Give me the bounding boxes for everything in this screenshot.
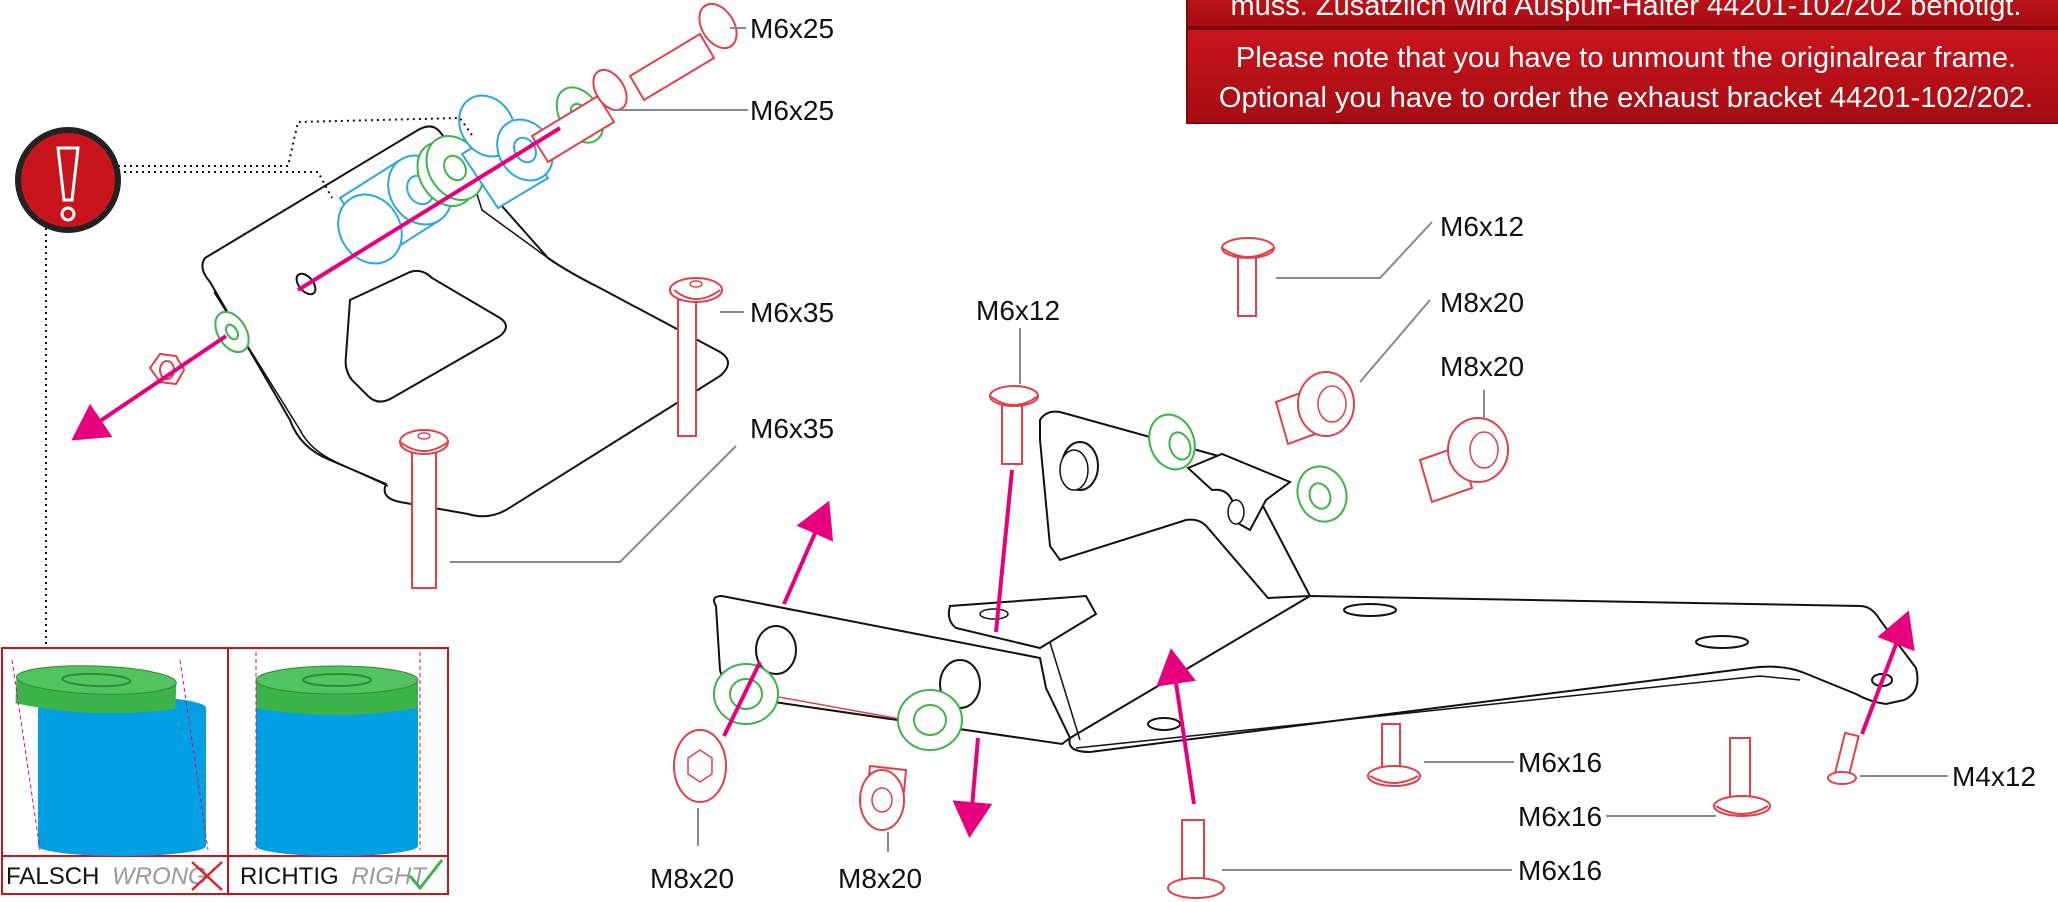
label-b-m6x12-center: M6x12 bbox=[976, 295, 1060, 326]
right-label-en: RIGHT bbox=[351, 863, 428, 890]
washer-b-upper bbox=[1148, 413, 1196, 471]
bolt-m6x25-top bbox=[628, 2, 738, 102]
label-b-m6x16-b: M6x16 bbox=[1518, 801, 1602, 832]
bracket-a-cutout bbox=[344, 269, 507, 403]
label-b-m6x12-right: M6x12 bbox=[1440, 211, 1524, 242]
label-m6x25-second: M6x25 bbox=[750, 95, 834, 126]
bolt-b-m6x16-b bbox=[1713, 737, 1771, 817]
bolt-b-m8x20-bottom-center bbox=[859, 764, 908, 831]
banner-english-line-1: Please note that you have to unmount the… bbox=[1235, 42, 2017, 74]
washer-left bbox=[214, 310, 250, 354]
bolt-b-m6x16-a bbox=[1367, 723, 1421, 787]
bracket-b-arm bbox=[1068, 594, 1919, 754]
label-b-m8x20-upper: M8x20 bbox=[1440, 287, 1524, 318]
label-m6x35-lower: M6x35 bbox=[750, 413, 834, 444]
bolt-m6x25-second bbox=[530, 68, 628, 164]
right-example bbox=[255, 652, 421, 856]
bolt-b-m6x16-c bbox=[1167, 819, 1225, 899]
label-b-m8x20-bottom-center: M8x20 bbox=[838, 863, 922, 894]
label-m6x25-top: M6x25 bbox=[750, 13, 834, 44]
washer-orientation-box: FALSCH WRONG RICHTIG RIGHT bbox=[1, 647, 449, 895]
bracket-a-assembly: M6x25 M6x25 M6x35 M6x35 bbox=[71, 2, 834, 589]
bolt-b-m8x20-bottom-left bbox=[673, 729, 727, 803]
bracket-b-assembly: M6x12 M8x20 M8x20 M6x12 M8x20 M8x20 M6x1… bbox=[650, 211, 2036, 899]
label-b-m8x20-bottom-left: M8x20 bbox=[650, 863, 734, 894]
warning-icon bbox=[15, 127, 121, 233]
check-icon bbox=[408, 859, 444, 891]
banner-german: muss. Zusätzlich wird Auspuff-Halter 442… bbox=[1186, 0, 2058, 28]
washer-b-right bbox=[1296, 465, 1348, 523]
banner-german-text: muss. Zusätzlich wird Auspuff-Halter 442… bbox=[1230, 0, 2022, 22]
label-b-m6x16-a: M6x16 bbox=[1518, 747, 1602, 778]
bolt-b-m6x12-right bbox=[1221, 237, 1275, 317]
bolt-b-m8x20-upper bbox=[1274, 371, 1355, 446]
banner-english-line-2: Optional you have to order the exhaust b… bbox=[1218, 82, 2034, 114]
bolt-b-m6x12-center bbox=[989, 385, 1039, 465]
cross-icon bbox=[191, 861, 223, 891]
bolt-m6x35-lower bbox=[399, 429, 449, 589]
washer-b-center bbox=[897, 689, 963, 751]
bolt-b-m8x20-middle bbox=[1418, 417, 1509, 504]
bracket-b-upright bbox=[1039, 410, 1312, 600]
label-b-m6x16-c: M6x16 bbox=[1518, 855, 1602, 886]
wrong-label-en: WRONG bbox=[112, 863, 207, 890]
wrong-example bbox=[11, 659, 209, 856]
wrong-label-de: FALSCH bbox=[6, 863, 99, 890]
bracket-b-bridge bbox=[947, 594, 1098, 650]
label-b-m8x20-middle: M8x20 bbox=[1440, 351, 1524, 382]
right-label-de: RICHTIG bbox=[240, 863, 339, 890]
label-m6x35-upper: M6x35 bbox=[750, 297, 834, 328]
banner-english: Please note that you have to unmount the… bbox=[1186, 28, 2058, 124]
warning-callout bbox=[15, 116, 475, 650]
svg-text:RICHTIG RIGHT: RICHTIG RIGHT bbox=[240, 863, 428, 890]
label-b-m4x12: M4x12 bbox=[1952, 761, 2036, 792]
bolt-b-m4x12 bbox=[1827, 731, 1860, 785]
bracket-b-clip bbox=[1186, 452, 1293, 532]
bolt-m6x35-upper bbox=[669, 277, 723, 437]
svg-text:FALSCH WRONG: FALSCH WRONG bbox=[6, 863, 207, 890]
